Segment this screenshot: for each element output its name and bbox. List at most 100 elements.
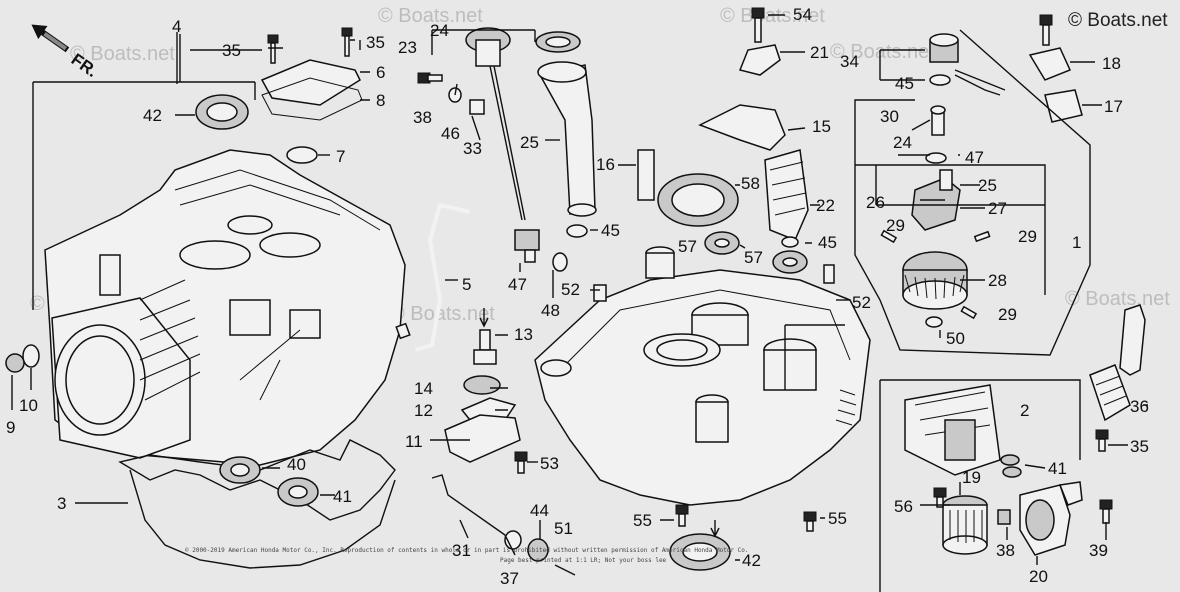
bolt-38 [1099,499,1113,524]
callout: 26 [866,193,885,212]
oil-pump-box-2 [904,384,1001,476]
callout: 45 [818,233,837,252]
plate-18 [1028,47,1072,81]
callout: 52 [561,280,580,299]
callout: 21 [810,43,829,62]
watermark: © Boats.net [830,41,935,63]
callout: 31 [452,541,471,560]
bolt-35d [1095,429,1109,452]
oil-seal-42 [195,94,249,130]
bearing-41b [277,477,319,507]
callout: 27 [988,199,1007,218]
callout: 40 [287,455,306,474]
callout: 37 [500,569,519,588]
callout: 14 [414,379,433,398]
rod-31 [431,474,506,536]
bracket-34 [1089,304,1146,422]
callout: 28 [988,271,1007,290]
callout: 57 [678,237,697,256]
cover-17 [1044,89,1083,123]
callout: 24 [893,133,912,152]
callout: 3 [57,494,66,513]
callout: 53 [540,454,559,473]
gear-28 [902,251,968,310]
bracket-21 [738,44,781,76]
watermark: © Boats.net [1065,288,1170,310]
callout: 47 [965,148,984,167]
gear-14 [463,375,501,395]
callout: 30 [880,107,899,126]
callout: 52 [852,293,871,312]
callout: 4 [172,17,181,36]
callout: 33 [463,139,482,158]
callout: 47 [508,275,527,294]
seal-42-bottom [669,533,731,571]
callout: 57 [744,248,763,267]
crankcase-cover [534,269,871,506]
dipstick-23 [465,27,526,221]
bolt-35c [1039,14,1053,46]
plate-15 [698,104,786,151]
washer-40 [925,152,947,164]
cap-7 [286,146,318,164]
callout: 20 [1029,567,1048,586]
cover-6 [260,59,361,106]
callout: 39 [1089,541,1108,560]
bushing-32 [469,99,485,115]
bolt-54 [751,7,765,43]
copyright-text: © Boats.net [1068,10,1168,31]
callout: 13 [514,325,533,344]
callout: 44 [530,501,549,520]
bolt-56 [933,487,947,508]
washer-48 [925,316,943,328]
bolt-55b [803,511,817,532]
callout: 2 [1020,401,1029,420]
callout: 36 [1130,397,1149,416]
switch-33 [929,33,1006,96]
callout: 11 [405,432,423,451]
leader-lines [11,14,1148,592]
callout: 41 [333,487,352,506]
washer-50 [552,252,568,272]
callout: 42 [143,106,162,125]
callout: 38 [996,541,1015,560]
washer-10 [22,344,40,368]
callout: 56 [894,497,913,516]
sleeve-52b [823,264,835,284]
callout-labels: 4 35 35 6 8 42 7 5 9 10 3 40 41 23 24 38… [6,5,1149,588]
cover-11 [444,414,521,463]
fine-print-line-1: © 2000-2019 American Honda Motor Co., In… [185,547,749,554]
callout: 48 [541,301,560,320]
callout: 9 [6,418,15,437]
fitting-47 [514,229,540,263]
bolt-36 [417,72,443,84]
weights-27 [911,169,961,231]
oring-45-top [929,74,951,86]
callout: 23 [398,38,417,57]
oring-45 [781,236,799,248]
callout: 45 [601,221,620,240]
bushing-center [645,246,675,279]
screen-22 [764,149,809,241]
bolt-55a [675,504,689,527]
callout: 45 [895,74,914,93]
callout: 50 [946,329,965,348]
washers-46 [1000,454,1022,478]
pin-51 [554,564,576,576]
callout: 51 [554,519,573,538]
callout: 35 [1130,437,1149,456]
front-arrow-icon [31,24,70,53]
callout: 38 [413,108,432,127]
oring-37 [997,509,1011,525]
filler-tube-25 [537,61,597,217]
plug-9 [5,353,25,373]
callout: 46 [441,124,460,143]
callout: 7 [336,147,345,166]
callout: 34 [840,52,859,71]
oil-seal-24 [535,31,581,53]
callout: 35 [366,33,385,52]
bolt-35a [267,34,279,64]
callout: 29 [886,216,905,235]
callout: 10 [19,396,38,415]
callout: 29 [1018,227,1037,246]
